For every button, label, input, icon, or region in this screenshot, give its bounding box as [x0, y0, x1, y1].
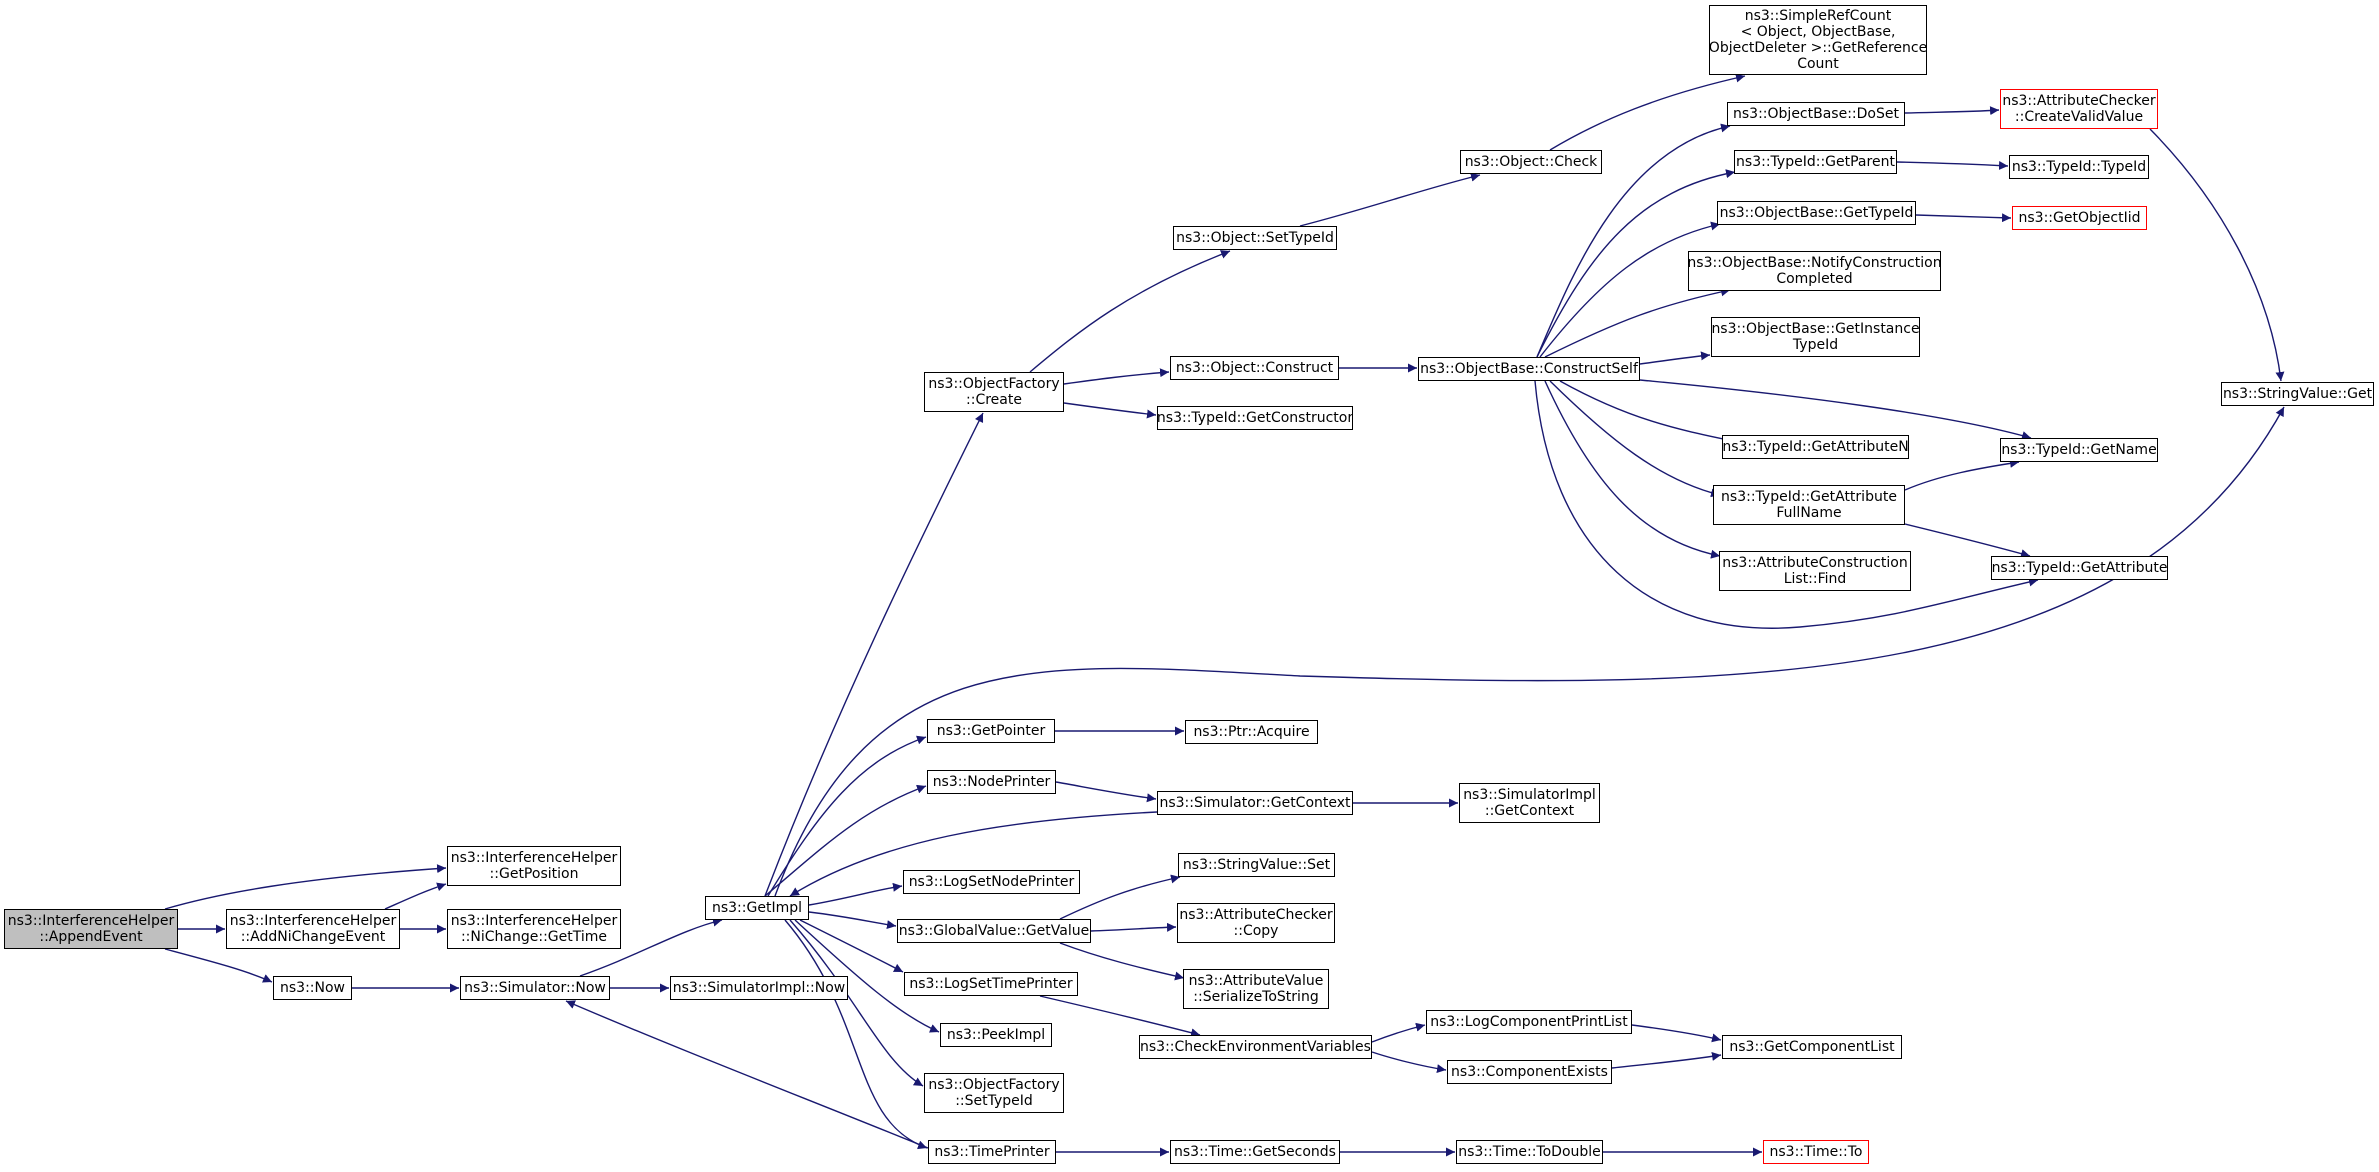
edge-constructself-getattributen: [1559, 380, 1734, 444]
node-typeid-typeid[interactable]: ns3::TypeId::TypeId: [2009, 155, 2149, 179]
edge-constructself-typeidgetattribute: [1534, 380, 2039, 629]
edge-objectfactorycreate-objectconstruct: [1063, 368, 1170, 385]
edge-checkenv-componentexists: [1371, 1051, 1447, 1074]
edge-constructself-getattributefullname: [1549, 380, 1721, 498]
node-typeid-get-name[interactable]: ns3::TypeId::GetName: [2000, 438, 2158, 462]
edge-createvalidvalue-stringvalueget: [2149, 128, 2285, 382]
node-get-pointer[interactable]: ns3::GetPointer: [927, 719, 1055, 743]
node-typeid-get-constructor[interactable]: ns3::TypeId::GetConstructor: [1157, 406, 1353, 430]
node-attribute-checker-copy[interactable]: ns3::AttributeChecker::Copy: [1177, 903, 1335, 943]
node-simulator-now[interactable]: ns3::Simulator::Now: [460, 976, 610, 1000]
edge-objectsettypeid-objectcheck: [1299, 172, 1481, 227]
node-simple-ref-count[interactable]: ns3::SimpleRefCount< Object, ObjectBase,…: [1709, 5, 1927, 75]
node-simulatorimpl-get-context[interactable]: ns3::SimulatorImpl::GetContext: [1459, 783, 1600, 823]
node-time-to[interactable]: ns3::Time::To: [1763, 1140, 1869, 1164]
edge-getimpl-globalvaluegetvalue: [808, 911, 897, 930]
edge-addnichangeevent-getposition: [384, 882, 447, 910]
edge-nodeprinter-simulatorgetcontext: [1055, 781, 1157, 803]
edge-doset-createvalidvalue: [1904, 106, 2000, 116]
edge-globalvalue-stringvalueset: [1059, 874, 1181, 920]
edge-objectfactorycreate-objectsettypeid: [1029, 250, 1231, 373]
node-simulator-get-context[interactable]: ns3::Simulator::GetContext: [1157, 791, 1353, 815]
node-log-set-time-printer[interactable]: ns3::LogSetTimePrinter: [904, 972, 1078, 996]
node-peek-impl[interactable]: ns3::PeekImpl: [940, 1023, 1052, 1047]
edge-constructself-getparent: [1536, 169, 1736, 358]
edge-getimpl-getpointer: [767, 735, 927, 897]
edge-getimpl-nodeprinter: [764, 784, 927, 897]
edge-getimpl-logsettimeprinter: [799, 919, 904, 973]
node-objectbase-construct-self[interactable]: ns3::ObjectBase::ConstructSelf: [1418, 357, 1640, 381]
edge-objectfactorycreate-typeidgetconstructor: [1063, 402, 1157, 419]
node-get-object-iid[interactable]: ns3::GetObjectIid: [2012, 206, 2147, 230]
node-node-printer[interactable]: ns3::NodePrinter: [927, 770, 1056, 794]
node-typeid-get-attribute-n[interactable]: ns3::TypeId::GetAttributeN: [1722, 435, 1909, 459]
node-log-set-node-printer[interactable]: ns3::LogSetNodePrinter: [903, 870, 1080, 894]
node-objectbase-get-typeid[interactable]: ns3::ObjectBase::GetTypeId: [1717, 201, 1916, 225]
edge-getimpl-timeprinter: [784, 919, 928, 1150]
node-simulatorimpl-now[interactable]: ns3::SimulatorImpl::Now: [670, 976, 848, 1000]
node-get-impl[interactable]: ns3::GetImpl: [705, 896, 809, 920]
edge-constructself-objectbasegettypeid: [1539, 221, 1721, 358]
edge-getimpl-logsetnodeprinter: [808, 882, 903, 906]
edge-globalvalue-serializetostring: [1059, 942, 1185, 981]
node-typeid-get-attribute[interactable]: ns3::TypeId::GetAttribute: [1991, 556, 2168, 580]
node-object-set-typeid[interactable]: ns3::Object::SetTypeId: [1173, 226, 1337, 250]
node-add-ni-change-event[interactable]: ns3::InterferenceHelper::AddNiChangeEven…: [226, 909, 400, 949]
node-check-environment-variables[interactable]: ns3::CheckEnvironmentVariables: [1139, 1035, 1372, 1059]
node-time-get-seconds[interactable]: ns3::Time::GetSeconds: [1170, 1140, 1340, 1164]
node-get-position[interactable]: ns3::InterferenceHelper::GetPosition: [447, 846, 621, 886]
node-attribute-checker-create-valid-value[interactable]: ns3::AttributeChecker::CreateValidValue: [2000, 89, 2158, 129]
edge-appendevent-getposition: [164, 864, 447, 910]
edge-getimpl-peekimpl: [794, 919, 940, 1033]
edge-objectbasegettypeid-getobjectiid: [1915, 213, 2012, 223]
node-time-to-double[interactable]: ns3::Time::ToDouble: [1456, 1140, 1603, 1164]
node-typeid-get-parent[interactable]: ns3::TypeId::GetParent: [1734, 150, 1897, 174]
edge-constructself-typeidgetname: [1639, 379, 2032, 440]
edge-getparent-typeidtypeid: [1896, 161, 2009, 171]
edge-getattributefullname-typeidgetattribute: [1904, 523, 2031, 558]
edge-constructself-doset: [1536, 123, 1731, 358]
edge-componentexists-getcomponentlist: [1611, 1051, 1722, 1069]
edge-simulatorgetcontext-getimpl: [789, 811, 1158, 897]
edge-timeprinter-simulatornow: [565, 1000, 929, 1149]
node-object-factory-create[interactable]: ns3::ObjectFactory::Create: [924, 372, 1064, 412]
edge-getimpl-objectfactorycreate: [764, 412, 984, 897]
edge-getimpl-objectfactorysettypeid: [789, 919, 924, 1087]
node-append-event[interactable]: ns3::InterferenceHelper::AppendEvent: [4, 909, 178, 949]
node-time-printer[interactable]: ns3::TimePrinter: [928, 1140, 1056, 1164]
node-component-exists[interactable]: ns3::ComponentExists: [1447, 1060, 1612, 1084]
edge-globalvalue-attributecheckercopy: [1090, 922, 1177, 932]
edge-logcomponentprintlist-getcomponentlist: [1631, 1024, 1722, 1043]
edge-logsettimeprinter-checkenv: [1039, 995, 1201, 1038]
edge-appendevent-now: [164, 948, 273, 983]
edge-getimpl-stringvalueget: [774, 406, 2285, 897]
edge-checkenv-logcomponentprintlist: [1371, 1022, 1426, 1043]
node-now[interactable]: ns3::Now: [273, 976, 352, 1000]
edge-constructself-getinstancetypeid: [1639, 351, 1711, 365]
node-object-factory-set-typeid[interactable]: ns3::ObjectFactory::SetTypeId: [924, 1073, 1064, 1113]
node-object-construct[interactable]: ns3::Object::Construct: [1170, 356, 1339, 380]
node-global-value-get-value[interactable]: ns3::GlobalValue::GetValue: [897, 919, 1091, 943]
edge-constructself-notifyconstruction: [1544, 287, 1731, 358]
node-ptr-acquire[interactable]: ns3::Ptr::Acquire: [1185, 720, 1318, 744]
node-object-check[interactable]: ns3::Object::Check: [1460, 150, 1602, 174]
node-stringvalue-set[interactable]: ns3::StringValue::Set: [1178, 853, 1335, 877]
node-get-component-list[interactable]: ns3::GetComponentList: [1722, 1035, 1902, 1059]
node-log-component-print-list[interactable]: ns3::LogComponentPrintList: [1426, 1010, 1632, 1034]
node-objectbase-doset[interactable]: ns3::ObjectBase::DoSet: [1727, 102, 1905, 126]
node-ni-change-get-time[interactable]: ns3::InterferenceHelper::NiChange::GetTi…: [447, 909, 621, 949]
node-stringvalue-get[interactable]: ns3::StringValue::Get: [2221, 382, 2374, 406]
edge-simulatornow-getimpl: [579, 917, 723, 977]
edge-constructself-attributeconstructionlistfind: [1544, 380, 1721, 559]
edge-objectcheck-simplerefcount: [1549, 73, 1746, 151]
node-attribute-value-serialize-to-string[interactable]: ns3::AttributeValue::SerializeToString: [1183, 969, 1329, 1009]
edge-getattributefullname-typeidgetname: [1904, 458, 2020, 491]
